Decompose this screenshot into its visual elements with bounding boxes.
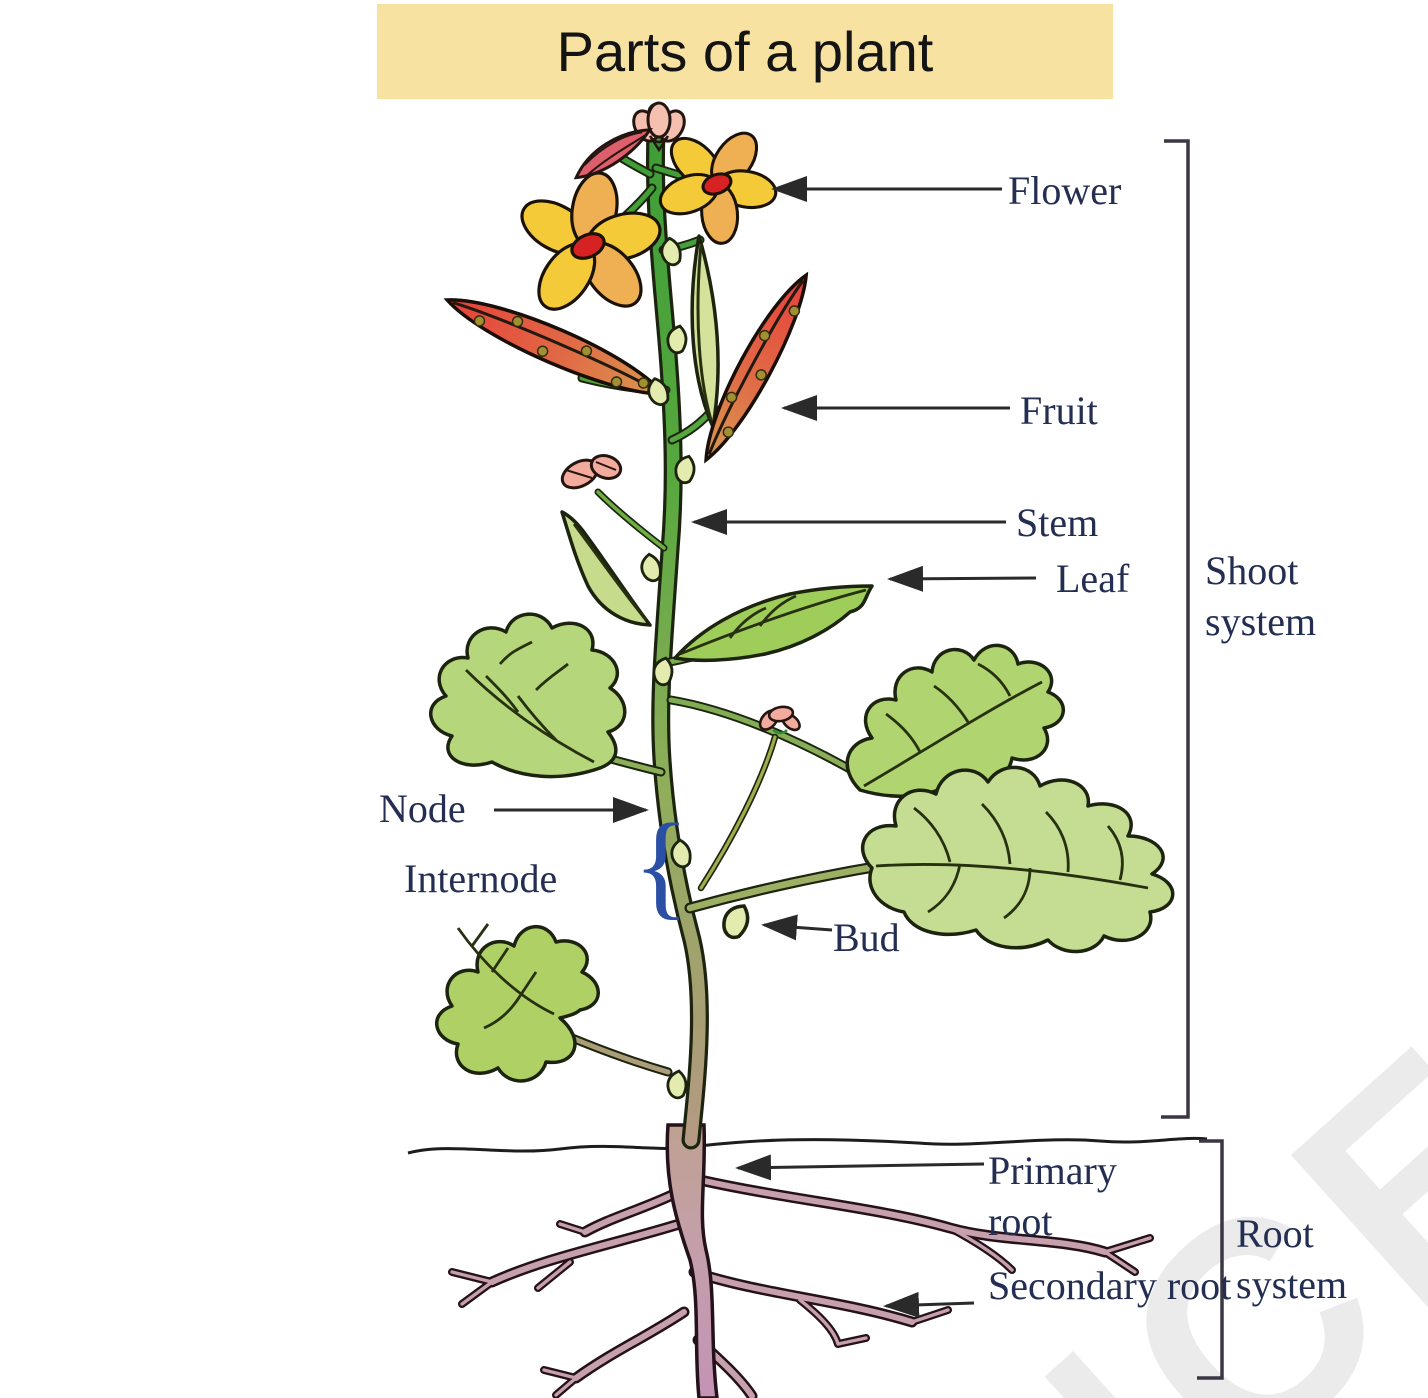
label-secondary-root: Secondary root [988, 1263, 1232, 1308]
stem-illustration [645, 102, 709, 1150]
label-leaf: Leaf [1056, 556, 1130, 601]
label-fruit: Fruit [1020, 388, 1098, 433]
bud-arrow [761, 914, 833, 941]
label-arrows [494, 176, 1037, 1318]
fruit-illustration-left [443, 298, 668, 396]
shoot-system-bracket [1161, 139, 1190, 1119]
fruit-illustration-right [704, 271, 809, 464]
flower-illustration-right [658, 131, 778, 245]
page-title: Parts of a plant [556, 20, 934, 83]
label-node: Node [379, 786, 466, 831]
ground-line [407, 1136, 1208, 1155]
label-shoot-system: Shoot system [1205, 548, 1317, 645]
lower-left-leaf [434, 924, 600, 1083]
root-system-bracket [1197, 1139, 1224, 1380]
primary-root-arrow [735, 1154, 985, 1181]
bud-illustration [722, 904, 750, 940]
label-bud: Bud [833, 915, 900, 960]
upper-left-leaf [428, 612, 627, 779]
leaves-illustration [428, 234, 1175, 1083]
label-root-system: Root system [1236, 1211, 1348, 1308]
internode-brace: { [633, 799, 690, 930]
flower-illustration-left [520, 171, 662, 311]
secondary-root-arrow [883, 1291, 975, 1318]
title-banner: Parts of a plant [377, 4, 1113, 99]
leaf-illustration [673, 584, 874, 663]
primary-root-illustration [665, 1123, 719, 1398]
label-primary-root: Primary root [988, 1148, 1117, 1245]
label-stem: Stem [1016, 500, 1099, 545]
pink-bud-mid-illustration [560, 454, 623, 490]
label-flower: Flower [1008, 168, 1122, 213]
big-right-leaf [860, 765, 1175, 954]
pink-bud-lower-illustration [758, 705, 801, 735]
red-bud-illustration [573, 128, 653, 180]
label-internode: Internode [404, 856, 558, 901]
bud-scales [640, 236, 750, 1100]
leaf-arrow [887, 565, 1037, 592]
